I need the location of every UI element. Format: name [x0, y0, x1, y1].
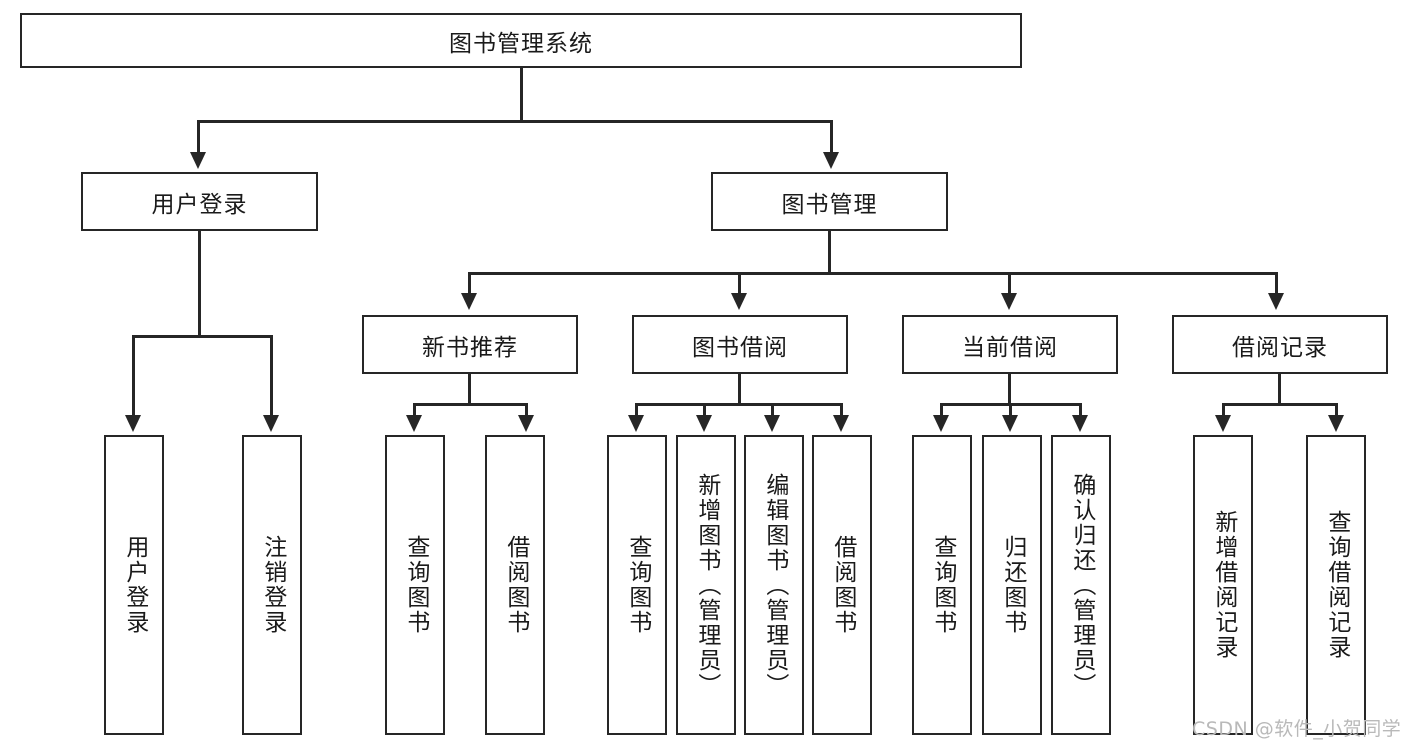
node-leaf-return-book[interactable]: 归还图书: [982, 435, 1042, 735]
node-leaf-edit-book[interactable]: 编辑图书（管理员）: [744, 435, 804, 735]
node-leaf-add-book[interactable]: 新增图书（管理员）: [676, 435, 736, 735]
node-label: 查询图书: [929, 535, 956, 635]
edge-book-management-bar: [468, 272, 1278, 275]
edge-borrow-record-stem: [1278, 374, 1281, 405]
edge-new-book-stem: [468, 374, 471, 405]
node-root-book-management-system[interactable]: 图书管理系统: [20, 13, 1022, 68]
edge-user-login-stem: [198, 231, 201, 335]
arrow-book-management-to-new-book: [461, 293, 477, 310]
edge-book-borrow-to-leaf-1: [635, 403, 638, 417]
edge-new-book-to-leaf-1: [413, 403, 416, 417]
node-label: 用户登录: [121, 535, 148, 635]
node-label: 图书借阅: [692, 334, 788, 361]
node-leaf-query-book-new[interactable]: 查询图书: [385, 435, 445, 735]
node-label: 当前借阅: [962, 334, 1058, 361]
arrow-new-book-to-leaf-1: [406, 415, 422, 432]
node-new-book-recommend[interactable]: 新书推荐: [362, 315, 578, 374]
arrow-user-login-to-leaf-2: [263, 415, 279, 432]
arrow-user-login-to-leaf-1: [125, 415, 141, 432]
node-label: 编辑图书（管理员）: [761, 472, 788, 698]
node-label: 图书管理系统: [449, 30, 593, 57]
edge-borrow-record-bar: [1222, 403, 1338, 406]
arrow-current-borrow-to-leaf-1: [933, 415, 949, 432]
arrow-book-borrow-to-leaf-4: [833, 415, 849, 432]
edge-book-borrow-to-leaf-3: [771, 403, 774, 417]
edge-book-management-to-current-borrow: [1008, 272, 1011, 295]
edge-current-borrow-to-leaf-1: [940, 403, 943, 417]
edge-book-borrow-to-leaf-2: [703, 403, 706, 417]
arrow-book-management-to-book-borrow: [731, 293, 747, 310]
node-leaf-query-borrow-record[interactable]: 查询借阅记录: [1306, 435, 1366, 735]
csdn-watermark: CSDN @软件_小贺同学: [1192, 718, 1402, 740]
node-label: 新书推荐: [422, 334, 518, 361]
edge-new-book-bar: [413, 403, 528, 406]
node-label: 归还图书: [999, 535, 1026, 635]
arrow-book-borrow-to-leaf-2: [696, 415, 712, 432]
edge-book-management-to-borrow-record: [1275, 272, 1278, 295]
edge-root-to-book-management: [830, 120, 833, 154]
edge-root-to-user-login: [197, 120, 200, 154]
node-label: 注销登录: [259, 535, 286, 635]
edge-book-management-to-book-borrow: [738, 272, 741, 295]
node-leaf-user-login[interactable]: 用户登录: [104, 435, 164, 735]
edge-user-login-to-leaf-2: [270, 335, 273, 417]
arrow-book-borrow-to-leaf-1: [628, 415, 644, 432]
node-label: 借阅图书: [502, 535, 529, 635]
edge-borrow-record-to-leaf-1: [1222, 403, 1225, 417]
edge-user-login-to-leaf-1: [132, 335, 135, 417]
node-label: 借阅记录: [1232, 334, 1328, 361]
node-label: 查询图书: [402, 535, 429, 635]
node-label: 借阅图书: [829, 535, 856, 635]
node-label: 用户登录: [151, 191, 248, 218]
node-book-borrow[interactable]: 图书借阅: [632, 315, 848, 374]
node-label: 确认归还（管理员）: [1068, 472, 1095, 698]
node-label: 新增借阅记录: [1210, 510, 1237, 660]
node-label: 查询借阅记录: [1323, 510, 1350, 660]
arrow-root-to-user-login: [190, 152, 206, 169]
edge-book-borrow-stem: [738, 374, 741, 405]
arrow-book-management-to-current-borrow: [1001, 293, 1017, 310]
edge-book-management-stem: [828, 231, 831, 274]
arrow-book-borrow-to-leaf-3: [764, 415, 780, 432]
node-leaf-logout[interactable]: 注销登录: [242, 435, 302, 735]
edge-current-borrow-to-leaf-2: [1009, 403, 1012, 417]
edge-current-borrow-stem: [1008, 374, 1011, 405]
node-user-login[interactable]: 用户登录: [81, 172, 318, 231]
arrow-new-book-to-leaf-2: [518, 415, 534, 432]
node-label: 图书管理: [781, 191, 878, 218]
node-label: 新增图书（管理员）: [693, 472, 720, 698]
node-current-borrow[interactable]: 当前借阅: [902, 315, 1118, 374]
node-book-management[interactable]: 图书管理: [711, 172, 948, 231]
edge-book-management-to-new-book: [468, 272, 471, 295]
edge-new-book-to-leaf-2: [525, 403, 528, 417]
arrow-borrow-record-to-leaf-2: [1328, 415, 1344, 432]
arrow-current-borrow-to-leaf-3: [1072, 415, 1088, 432]
node-leaf-query-book-borrow[interactable]: 查询图书: [607, 435, 667, 735]
edge-borrow-record-to-leaf-2: [1335, 403, 1338, 417]
edge-book-borrow-to-leaf-4: [840, 403, 843, 417]
node-borrow-record[interactable]: 借阅记录: [1172, 315, 1388, 374]
arrow-current-borrow-to-leaf-2: [1002, 415, 1018, 432]
edge-current-borrow-to-leaf-3: [1079, 403, 1082, 417]
node-leaf-borrow-book[interactable]: 借阅图书: [812, 435, 872, 735]
node-leaf-confirm-return[interactable]: 确认归还（管理员）: [1051, 435, 1111, 735]
edge-book-borrow-bar: [635, 403, 843, 406]
edge-user-login-bar: [132, 335, 273, 338]
node-label: 查询图书: [624, 535, 651, 635]
node-leaf-add-borrow-record[interactable]: 新增借阅记录: [1193, 435, 1253, 735]
arrow-root-to-book-management: [823, 152, 839, 169]
arrow-book-management-to-borrow-record: [1268, 293, 1284, 310]
node-leaf-borrow-book-new[interactable]: 借阅图书: [485, 435, 545, 735]
node-leaf-query-book-current[interactable]: 查询图书: [912, 435, 972, 735]
arrow-borrow-record-to-leaf-1: [1215, 415, 1231, 432]
edge-root-stem: [520, 68, 523, 120]
edge-root-bar: [197, 120, 833, 123]
